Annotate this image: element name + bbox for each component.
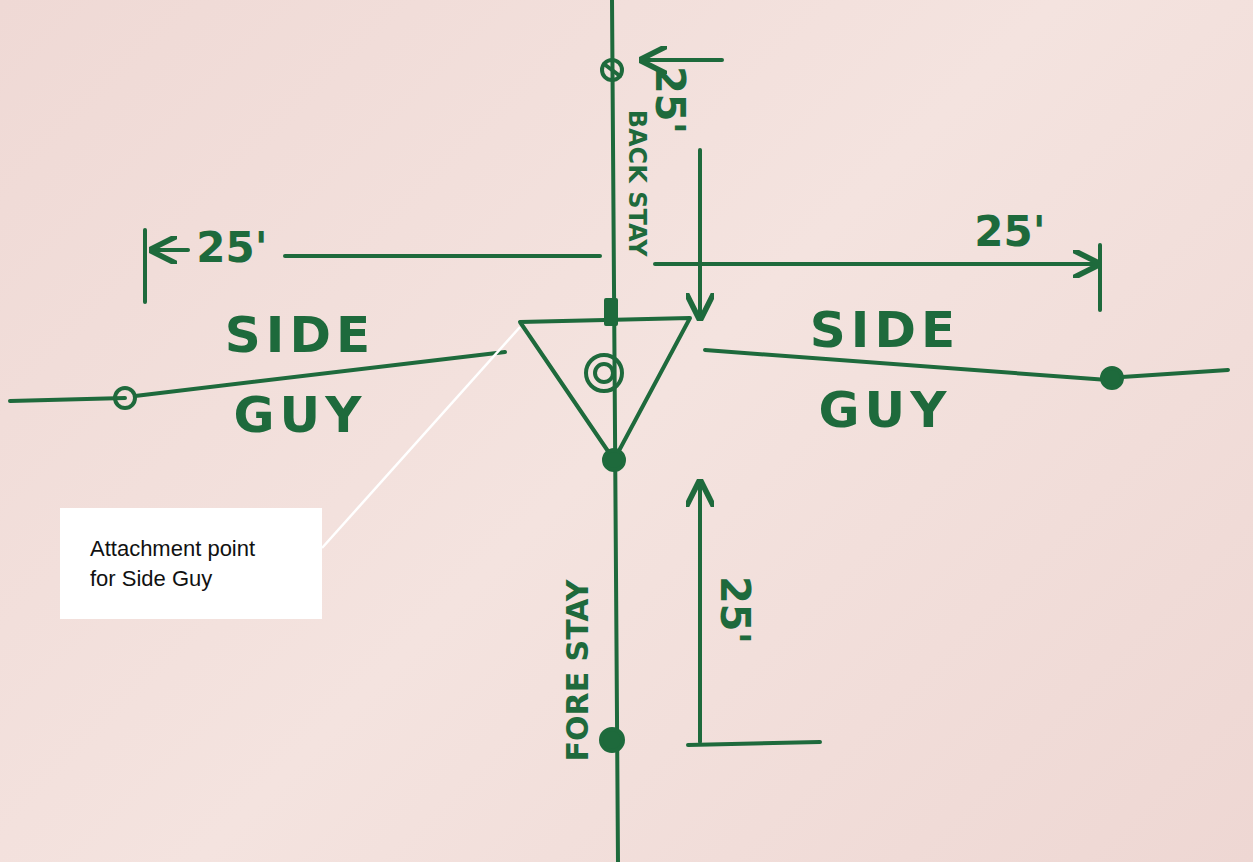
part-name: SIDE GUY [795,290,975,450]
callout-box: Attachment point for Side Guy [60,508,322,619]
dimension-label: 25' [648,66,692,134]
part-name: FORE STAY [561,579,594,761]
callout-text: Attachment point for Side Guy [90,534,282,593]
dimension-label: 25' [196,225,267,271]
dimension-label: 25' [713,576,757,644]
part-name: SIDE GUY [210,295,390,455]
part-name: BACK STAY [623,110,649,257]
dimension-label: 25' [974,209,1045,255]
